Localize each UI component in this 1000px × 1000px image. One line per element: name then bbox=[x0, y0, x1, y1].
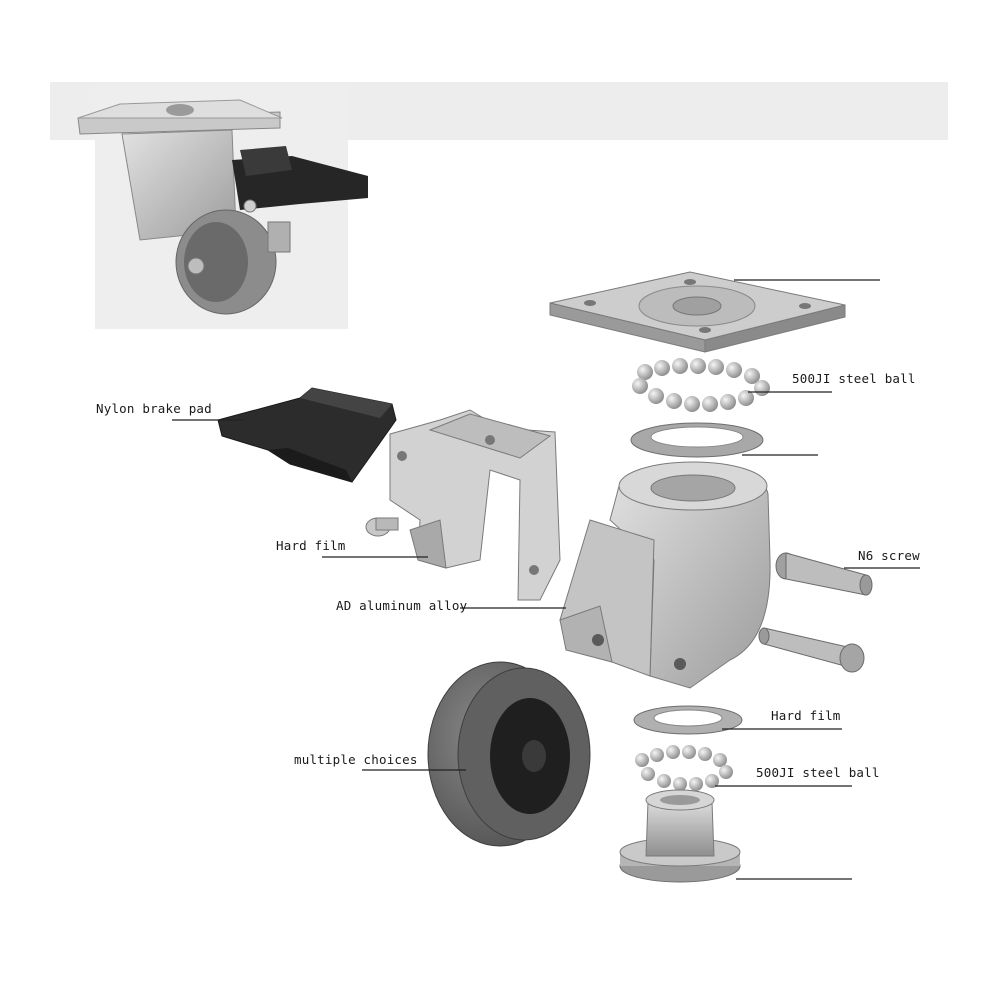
kingpin-bushing bbox=[619, 789, 741, 883]
swivel-yoke bbox=[559, 461, 771, 689]
label-n6-screw: N6 screw bbox=[858, 548, 920, 563]
assembled-caster-illustration bbox=[77, 99, 368, 315]
label-aluminum-alloy: AD aluminum alloy bbox=[336, 598, 468, 613]
label-hard-film-bottom: Hard film bbox=[771, 708, 841, 723]
n6-screw-upper bbox=[775, 552, 873, 596]
lower-washer bbox=[633, 705, 743, 735]
label-hard-film-top: Hard film bbox=[276, 538, 346, 553]
rivet bbox=[365, 517, 399, 537]
brake-bracket bbox=[389, 409, 561, 601]
label-multiple-choices: multiple choices bbox=[294, 752, 418, 767]
nylon-brake-pad bbox=[217, 387, 397, 483]
leader-lines bbox=[172, 279, 920, 880]
mounting-plate bbox=[549, 271, 846, 353]
upper-steel-ball-ring bbox=[632, 358, 770, 412]
lower-steel-ball-ring bbox=[635, 745, 733, 791]
label-steel-ball-top: 500JI steel ball bbox=[792, 371, 916, 386]
n6-screw-lower bbox=[758, 627, 865, 673]
upper-washer bbox=[630, 422, 764, 458]
label-nylon-brake-pad: Nylon brake pad bbox=[96, 401, 212, 416]
label-steel-ball-bottom: 500JI steel ball bbox=[756, 765, 880, 780]
wheel bbox=[427, 661, 591, 847]
